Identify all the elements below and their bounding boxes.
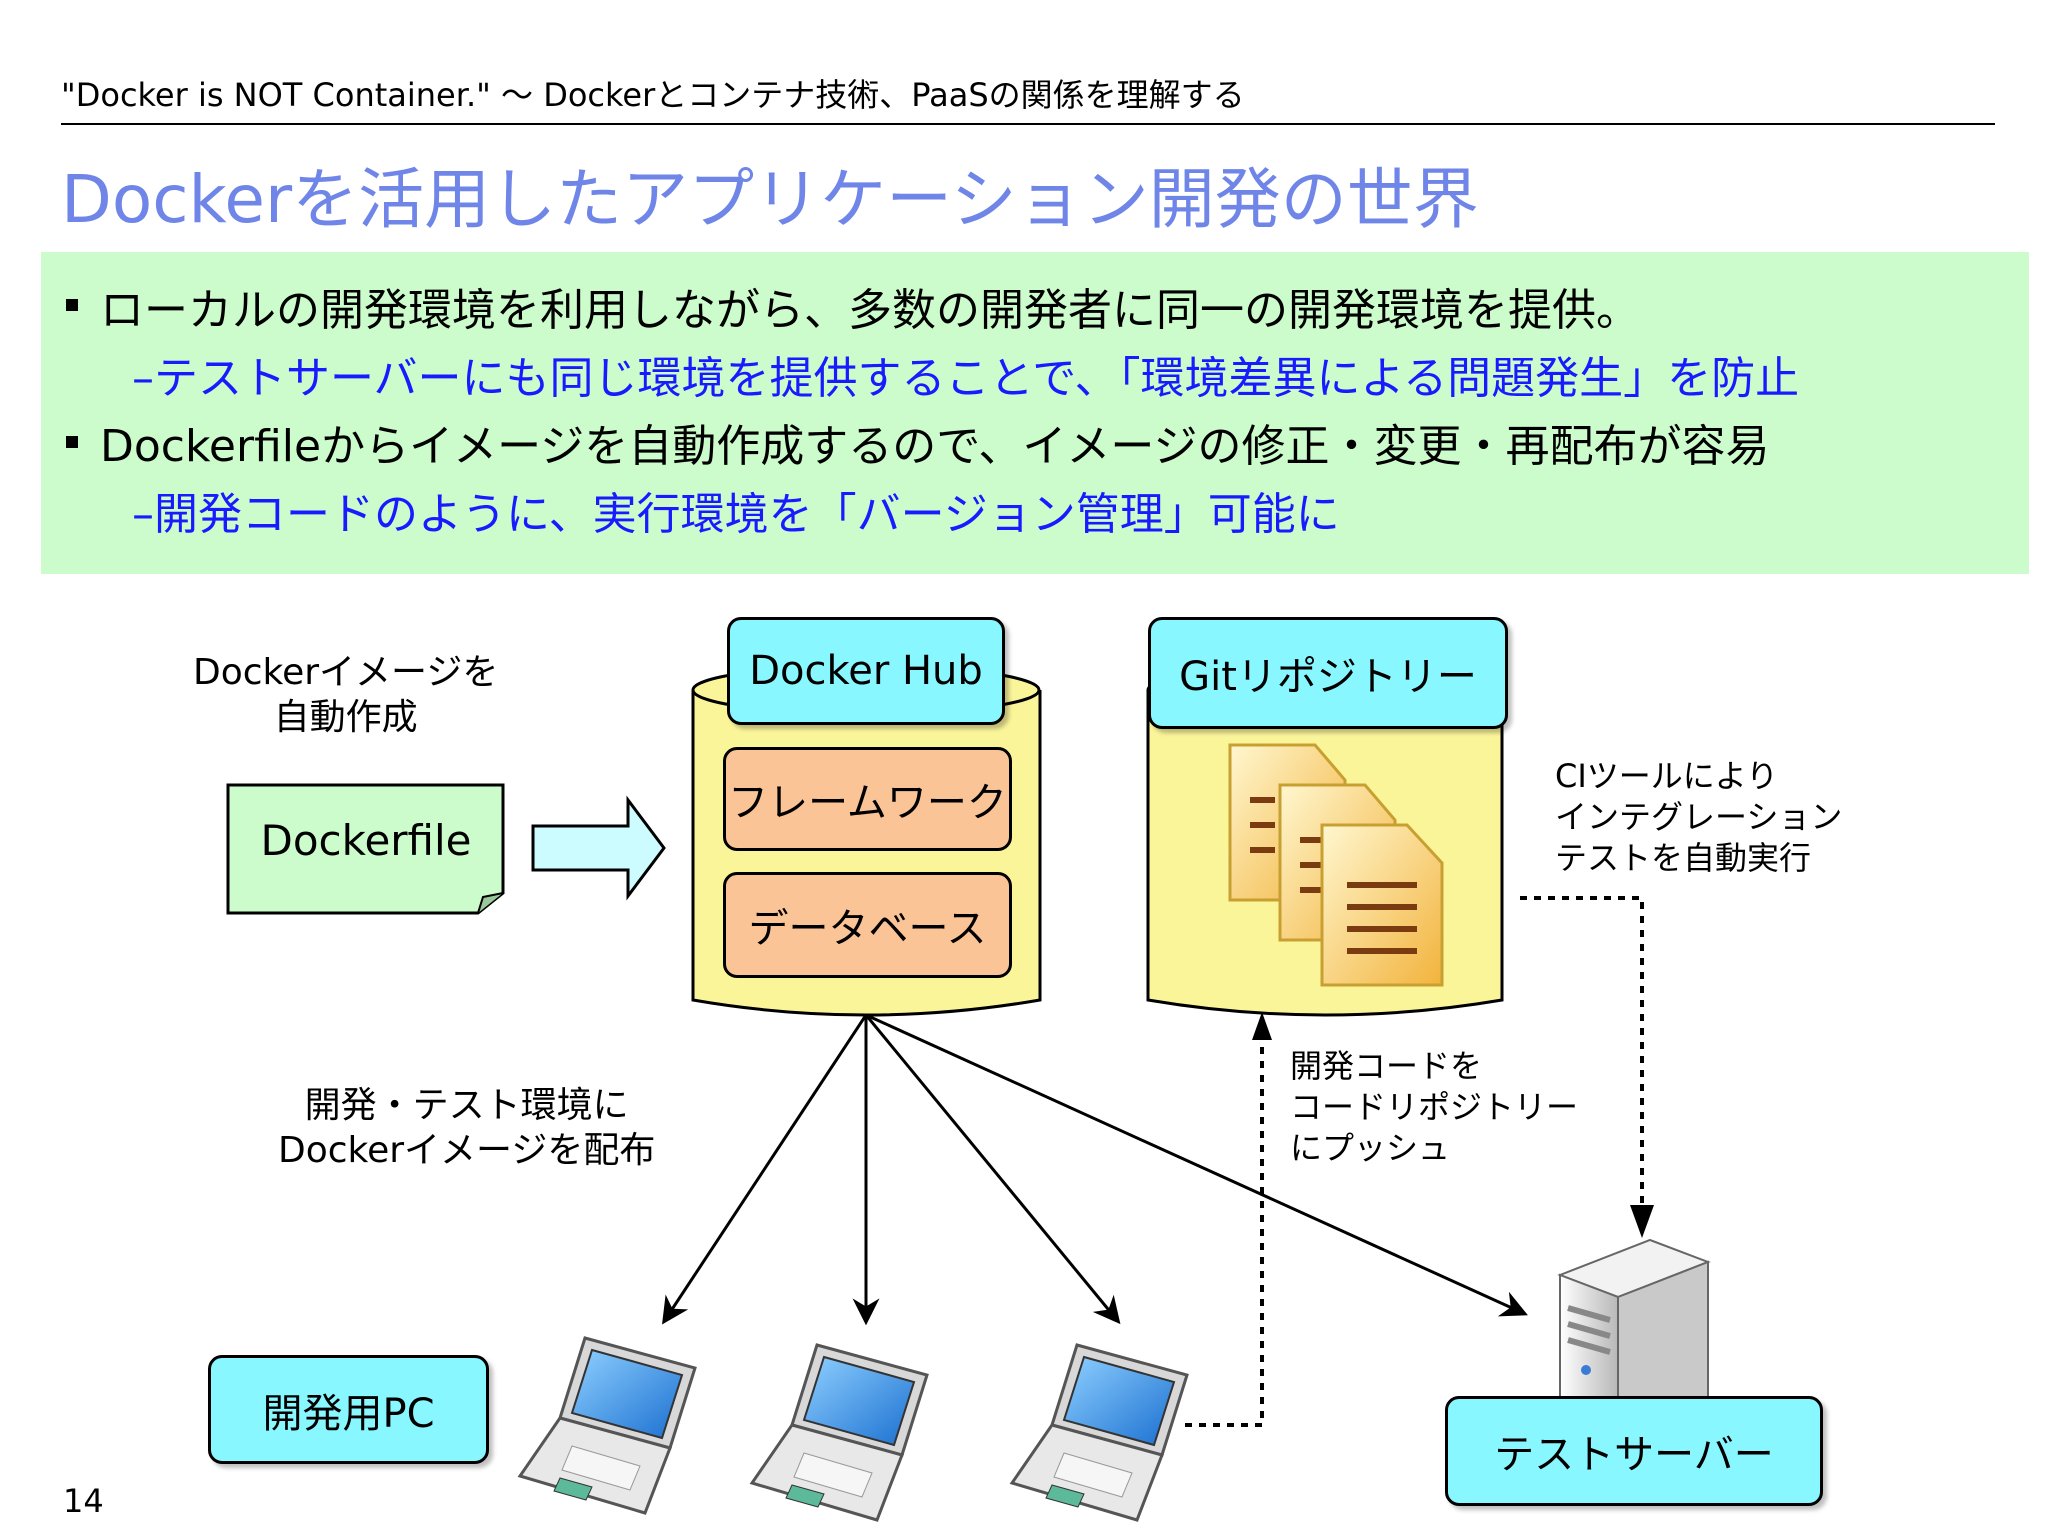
ci-label: CIツールにより インテグレーション テストを自動実行 [1555,756,1842,879]
distribution-arrows [662,1013,1528,1326]
distribute-line-1: 開発・テスト環境に [304,1085,629,1126]
push-label: 開発コードを コードリポジトリー にプッシュ [1290,1046,1578,1169]
auto-create-label: Dockerイメージを 自動作成 [193,650,498,740]
push-line-2: コードリポジトリー [1290,1087,1579,1126]
documents-icon [1228,743,1444,987]
page-title: Dockerを活用したアプリケーション開発の世界 [61,161,1479,238]
bullet-square-icon [66,299,78,311]
ci-line-2: インテグレーション [1555,797,1843,836]
push-line-3: にプッシュ [1290,1128,1451,1167]
server-icon [1557,1238,1711,1401]
page-number: 14 [63,1482,104,1520]
framework-box: フレームワーク [723,747,1012,851]
dev-pc-box: 開発用PC [208,1355,489,1464]
ci-line-3: テストを自動実行 [1555,838,1812,877]
push-line-1: 開発コードを [1290,1047,1483,1085]
laptop-icon [749,1343,929,1522]
dockerfile-note [226,783,505,915]
auto-create-line-1: Dockerイメージを [193,652,499,693]
block-arrow-right [531,795,666,901]
header-divider [61,123,1995,125]
bullet-square-icon [66,436,78,448]
header-text: "Docker is NOT Container." 〜 Dockerとコンテナ… [61,76,1245,114]
summary-box: ローカルの開発環境を利用しながら、多数の開発者に同一の開発環境を提供。 –テスト… [41,252,2029,574]
auto-create-line-2: 自動作成 [273,697,418,738]
ci-line-1: CIツールにより [1555,757,1779,795]
ci-dotted-arrow [1520,896,1644,1205]
distribute-line-2: Dockerイメージを配布 [278,1130,656,1171]
push-dotted-arrow [1185,1020,1264,1427]
distribute-label: 開発・テスト環境に Dockerイメージを配布 [278,1083,655,1173]
bullet-2-subtext: –開発コードのように、実行環境を「バージョン管理」可能に [132,489,1340,540]
bullet-2-text: Dockerfileからイメージを自動作成するので、イメージの修正・変更・再配布… [100,421,1770,472]
docker-hub-box: Docker Hub [727,617,1005,725]
database-box: データベース [723,872,1012,978]
bullet-1-text: ローカルの開発環境を利用しながら、多数の開発者に同一の開発環境を提供。 [100,285,1640,336]
git-repo-box: Gitリポジトリー [1148,617,1508,729]
dockerfile-label: Dockerfile [260,816,472,865]
laptop-icon [1009,1343,1189,1522]
test-server-box: テストサーバー [1445,1396,1823,1506]
laptop-icon [517,1336,697,1515]
bullet-1-subtext: –テストサーバーにも同じ環境を提供することで、「環境差異による問題発生」を防止 [132,353,1800,404]
